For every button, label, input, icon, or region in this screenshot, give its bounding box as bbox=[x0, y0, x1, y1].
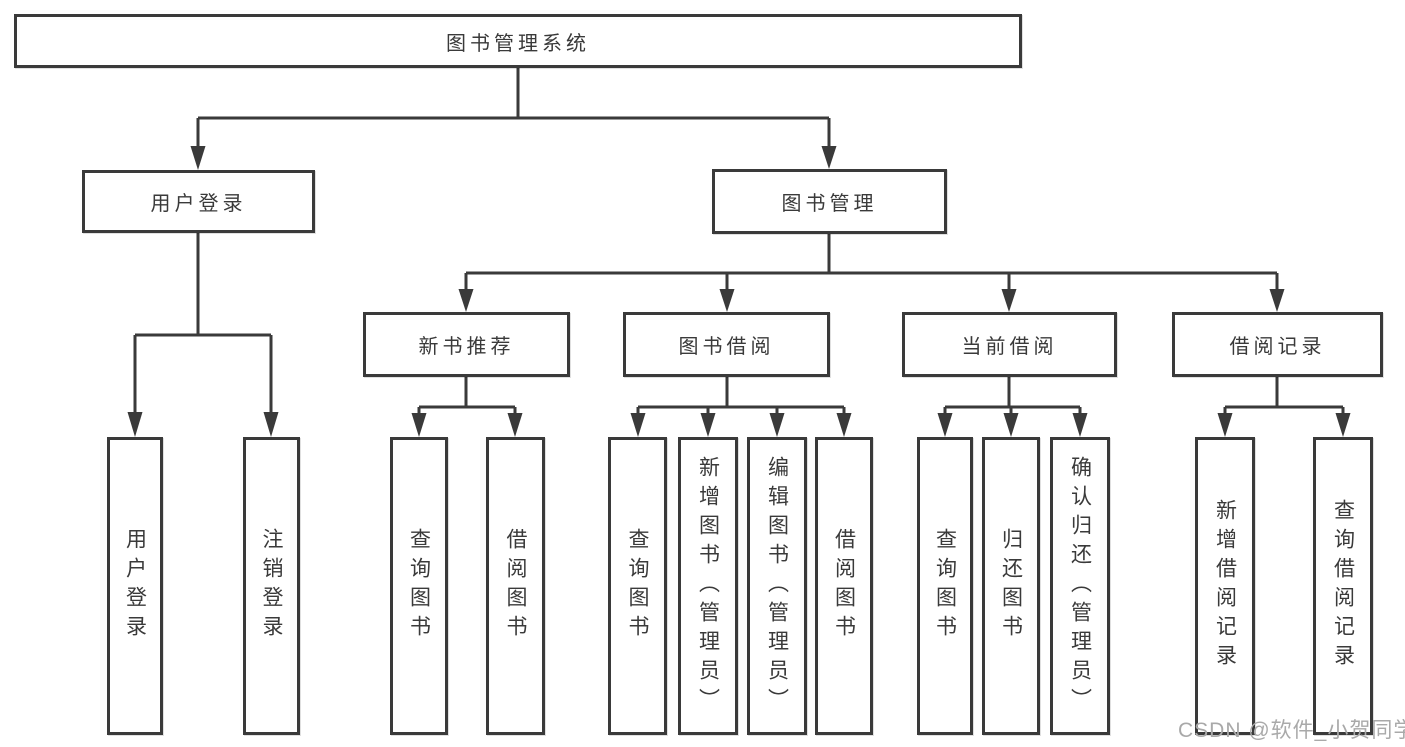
csdn-watermark: CSDN @软件_小贺同学 bbox=[1178, 719, 1405, 742]
leaf-user-login-label: 用户登录 bbox=[123, 528, 147, 644]
node-user-login-label: 用户登录 bbox=[150, 193, 247, 215]
leaf-query-books-2: 查询图书 bbox=[608, 437, 667, 735]
leaf-edit-books-admin-label: 编辑图书（管理员） bbox=[765, 455, 789, 717]
leaf-borrow-books-1: 借阅图书 bbox=[486, 437, 545, 735]
leaf-query-books-1-label: 查询图书 bbox=[407, 528, 431, 644]
leaf-confirm-return-admin: 确认归还（管理员） bbox=[1050, 437, 1110, 735]
leaf-query-borrow-record-label: 查询借阅记录 bbox=[1331, 499, 1355, 673]
node-user-login: 用户登录 bbox=[82, 170, 315, 233]
leaf-borrow-books-2-label: 借阅图书 bbox=[832, 528, 856, 644]
leaf-query-borrow-record: 查询借阅记录 bbox=[1313, 437, 1373, 735]
leaf-add-books-admin: 新增图书（管理员） bbox=[678, 437, 738, 735]
leaf-query-books-2-label: 查询图书 bbox=[626, 528, 649, 644]
leaf-confirm-return-admin-label: 确认归还（管理员） bbox=[1068, 455, 1092, 717]
leaf-logout-label: 注销登录 bbox=[260, 528, 283, 644]
node-book-borrowing-label: 图书借阅 bbox=[678, 336, 775, 358]
leaf-query-books-3: 查询图书 bbox=[917, 437, 973, 735]
node-book-management: 图书管理 bbox=[712, 169, 947, 234]
leaf-return-books: 归还图书 bbox=[982, 437, 1040, 735]
leaf-logout: 注销登录 bbox=[243, 437, 300, 735]
leaf-borrow-books-1-label: 借阅图书 bbox=[504, 528, 527, 644]
node-current-borrowing-label: 当前借阅 bbox=[961, 336, 1058, 358]
leaf-edit-books-admin: 编辑图书（管理员） bbox=[747, 437, 807, 735]
leaf-user-login: 用户登录 bbox=[107, 437, 163, 735]
node-current-borrowing: 当前借阅 bbox=[902, 312, 1117, 377]
leaf-add-borrow-record-label: 新增借阅记录 bbox=[1213, 499, 1237, 673]
node-root-label: 图书管理系统 bbox=[446, 32, 590, 55]
leaf-query-books-1: 查询图书 bbox=[390, 437, 448, 735]
node-new-book-recommend-label: 新书推荐 bbox=[418, 336, 515, 358]
node-book-borrowing: 图书借阅 bbox=[623, 312, 830, 377]
leaf-return-books-label: 归还图书 bbox=[999, 528, 1023, 644]
node-new-book-recommend: 新书推荐 bbox=[363, 312, 570, 377]
leaf-query-books-3-label: 查询图书 bbox=[933, 528, 957, 644]
node-book-management-label: 图书管理 bbox=[781, 193, 878, 215]
leaf-borrow-books-2: 借阅图书 bbox=[815, 437, 873, 735]
node-borrowing-records-label: 借阅记录 bbox=[1229, 336, 1326, 358]
leaf-add-books-admin-label: 新增图书（管理员） bbox=[696, 455, 720, 717]
node-root: 图书管理系统 bbox=[14, 14, 1022, 68]
leaf-add-borrow-record: 新增借阅记录 bbox=[1195, 437, 1255, 735]
node-borrowing-records: 借阅记录 bbox=[1172, 312, 1383, 377]
